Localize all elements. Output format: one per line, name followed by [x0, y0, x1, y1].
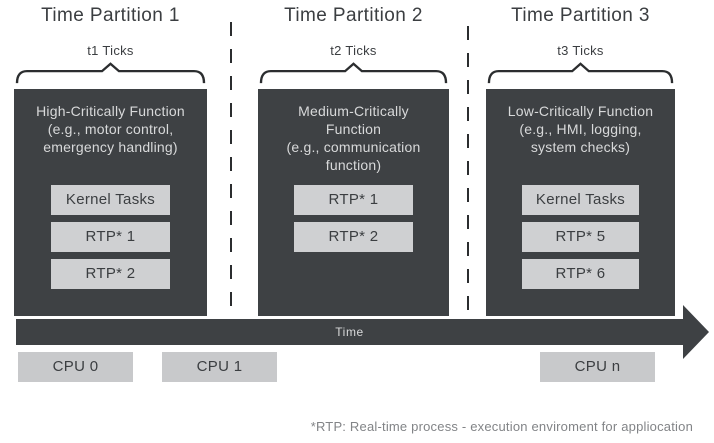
- partition-title: Time Partition 1: [41, 5, 180, 26]
- task-list: Kernel Tasks RTP* 1 RTP* 2: [14, 185, 207, 296]
- ticks-brace-icon: [15, 62, 206, 84]
- function-line: system checks): [530, 139, 631, 155]
- function-line: Medium-Critically: [298, 103, 409, 119]
- cpu-box-1: CPU 1: [162, 352, 277, 382]
- function-line: (e.g., HMI, logging,: [519, 121, 642, 137]
- time-arrowhead-icon: [683, 305, 709, 359]
- ticks-brace-icon: [259, 62, 448, 84]
- function-line: emergency handling): [43, 139, 178, 155]
- partition-3: Time Partition 3 t3 Ticks Low-Critically…: [486, 0, 675, 316]
- function-box-high: High-Critically Function (e.g., motor co…: [14, 89, 207, 316]
- partition-divider: [467, 26, 469, 318]
- function-line: function): [325, 157, 382, 173]
- ticks-label: t1 Ticks: [87, 43, 134, 58]
- function-box-low: Low-Critically Function (e.g., HMI, logg…: [486, 89, 675, 316]
- ticks-label: t2 Ticks: [330, 43, 377, 58]
- task-box: RTP* 6: [521, 259, 640, 289]
- partition-title: Time Partition 2: [284, 5, 423, 26]
- time-axis-label: Time: [335, 325, 364, 339]
- cpu-box-0: CPU 0: [18, 352, 133, 382]
- task-box: Kernel Tasks: [521, 185, 640, 215]
- partition-2: Time Partition 2 t2 Ticks Medium-Critica…: [258, 0, 449, 316]
- task-box: RTP* 2: [294, 222, 413, 252]
- task-box: RTP* 1: [294, 185, 413, 215]
- task-box: RTP* 5: [521, 222, 640, 252]
- function-description: High-Critically Function (e.g., motor co…: [14, 89, 207, 156]
- task-box: RTP* 1: [50, 222, 171, 252]
- function-line: Low-Critically Function: [507, 103, 654, 119]
- function-line: High-Critically Function: [36, 103, 185, 119]
- function-description: Medium-Critically Function (e.g., commun…: [258, 89, 449, 174]
- time-axis-bar: Time: [16, 319, 683, 345]
- function-line: Function: [325, 121, 382, 137]
- partition-title: Time Partition 3: [511, 5, 650, 26]
- cpu-box-n: CPU n: [540, 352, 655, 382]
- task-list: RTP* 1 RTP* 2: [258, 185, 449, 259]
- partition-divider: [230, 22, 232, 318]
- partition-1: Time Partition 1 t1 Ticks High-Criticall…: [14, 0, 207, 316]
- ticks-brace-icon: [487, 62, 674, 84]
- ticks-label: t3 Ticks: [557, 43, 604, 58]
- function-line: (e.g., motor control,: [47, 121, 174, 137]
- function-description: Low-Critically Function (e.g., HMI, logg…: [486, 89, 675, 156]
- function-box-medium: Medium-Critically Function (e.g., commun…: [258, 89, 449, 316]
- function-line: (e.g., communication: [286, 139, 421, 155]
- task-box: RTP* 2: [50, 259, 171, 289]
- rtp-footnote: *RTP: Real-time process - execution envi…: [310, 419, 693, 434]
- task-box: Kernel Tasks: [50, 185, 171, 215]
- task-list: Kernel Tasks RTP* 5 RTP* 6: [486, 185, 675, 296]
